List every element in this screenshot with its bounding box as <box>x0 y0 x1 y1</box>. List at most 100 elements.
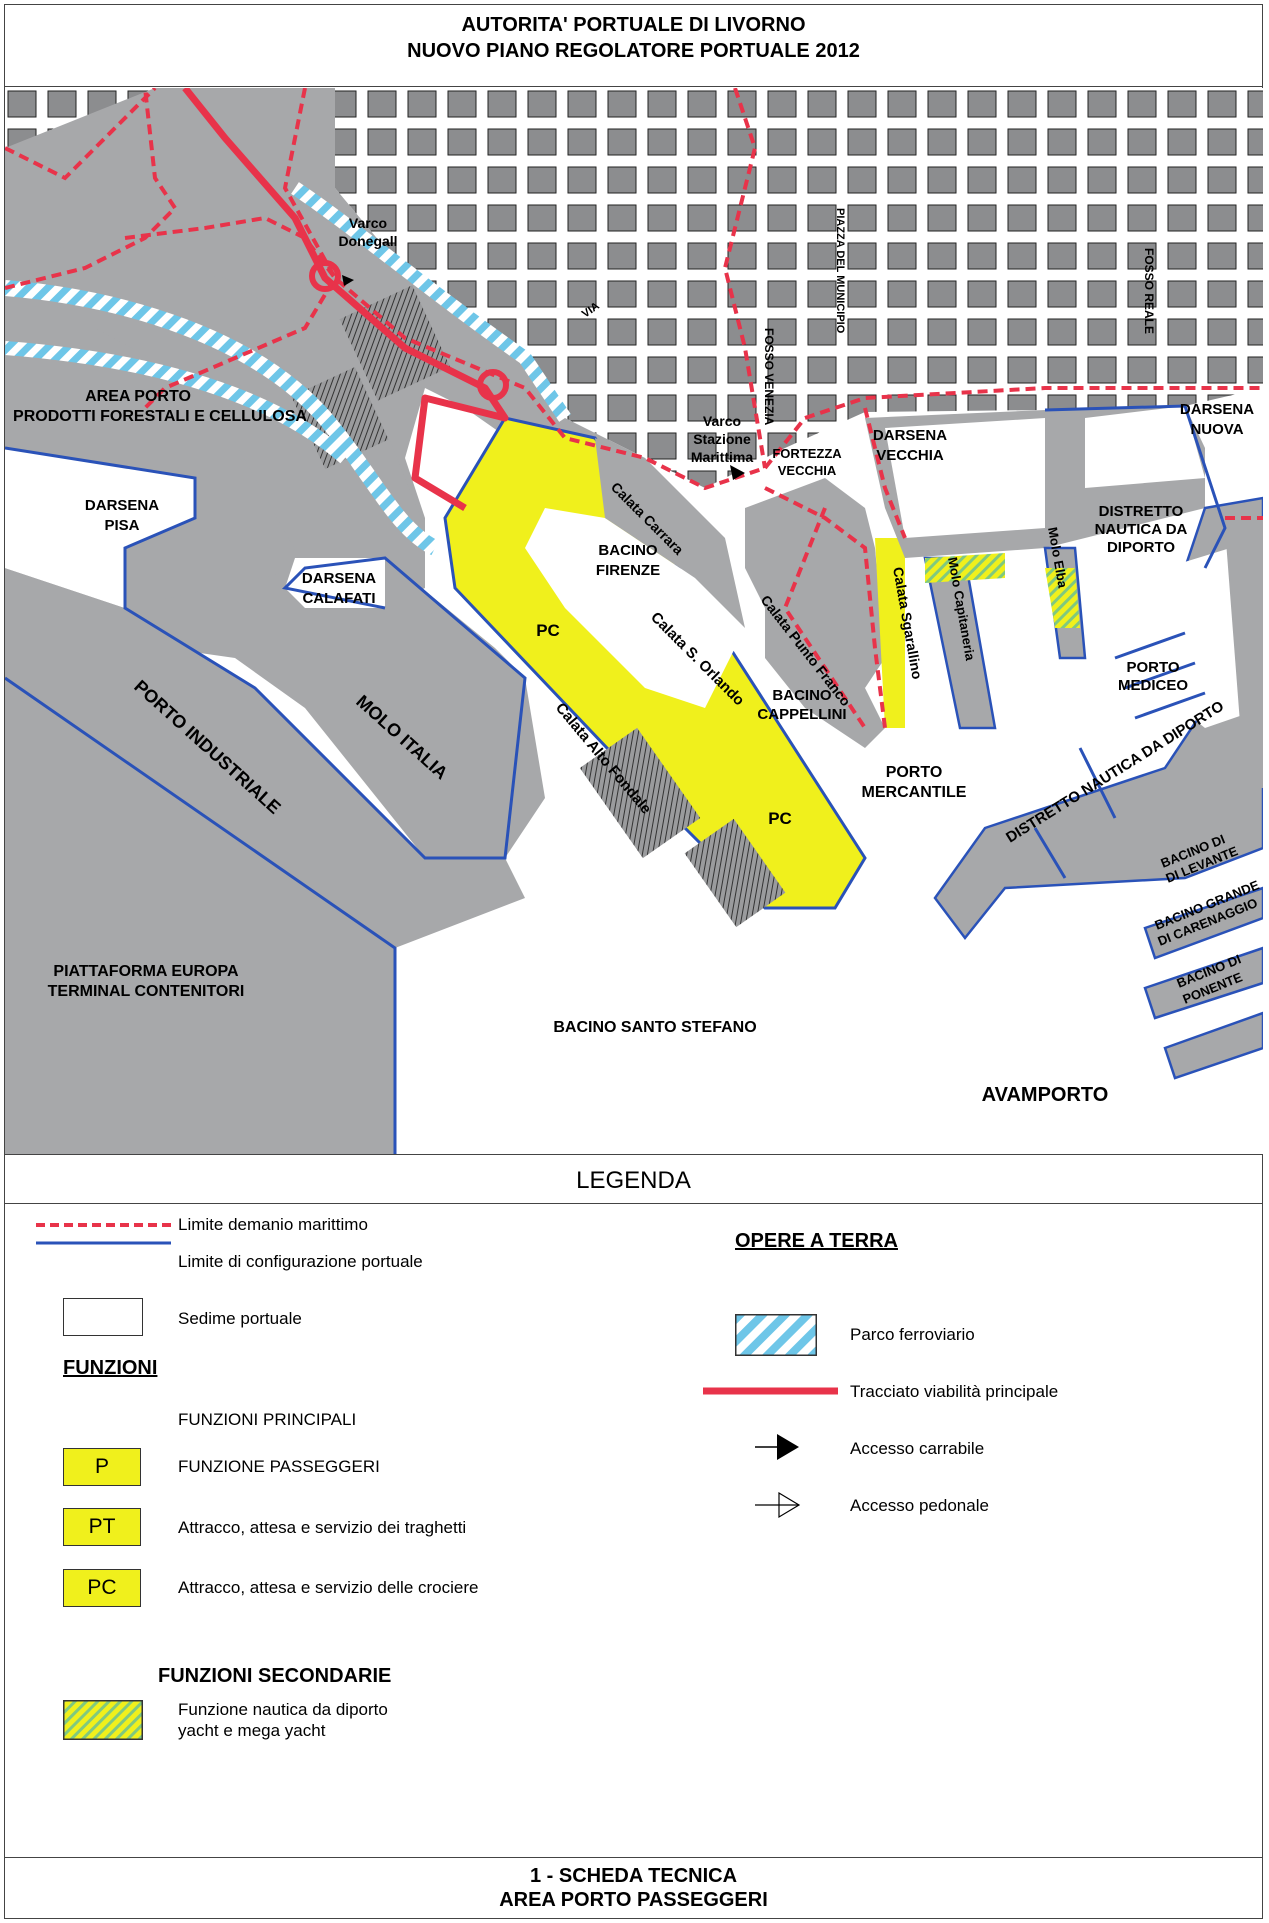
config-limit-east <box>1044 404 1227 569</box>
label-varco-donegall-1: Varco <box>349 215 387 231</box>
label-avamporto: AVAMPORTO <box>982 1084 1109 1106</box>
rail-park-2 <box>5 341 350 464</box>
roundabout-2 <box>477 369 509 401</box>
land-east-edge <box>1225 518 1263 788</box>
roundabout-donegall <box>309 260 341 292</box>
terminal-building-1 <box>579 727 701 859</box>
legend-divider <box>4 1203 1263 1204</box>
mediceo-piers <box>1033 631 1206 879</box>
legend-opere-a-terra: OPERE A TERRA <box>735 1230 898 1252</box>
bacino-firenze <box>525 508 745 708</box>
legend-funzioni-secondarie: FUNZIONI SECONDARIE <box>158 1665 392 1687</box>
label-darsena-pisa-2: PISA <box>104 517 139 534</box>
header-divider <box>4 86 1263 87</box>
legend-funzioni: FUNZIONI <box>63 1357 158 1379</box>
land-porto-industriale <box>5 568 525 948</box>
legend-accesso-pedonale: Accesso pedonale <box>850 1496 989 1515</box>
legend-accesso-carrabile: Accesso carrabile <box>850 1439 985 1458</box>
rail-park-3 <box>291 182 571 422</box>
label-bacino-cappellini-1: BACINO <box>772 687 831 704</box>
pc-swatch: PC <box>63 1569 141 1607</box>
calata-sgarallino <box>875 538 905 728</box>
legend-nautica-2: yacht e mega yacht <box>178 1721 326 1740</box>
road-legend-swatch <box>703 1387 838 1395</box>
label-piattaforma-1: PIATTAFORMA EUROPA <box>53 963 239 980</box>
label-pc-2: PC <box>768 809 792 828</box>
land-piattaforma-europa <box>5 678 395 1154</box>
label-area-porto: AREA PORTO <box>85 388 191 405</box>
label-fortezza-1: FORTEZZA <box>772 446 842 461</box>
legend-nautica-1: Funzione nautica da diporto <box>178 1700 388 1719</box>
rail-park-1 <box>5 280 439 556</box>
label-fortezza-2: VECCHIA <box>778 463 837 478</box>
label-bacino-firenze-1: BACINO <box>598 542 657 559</box>
legend-sedime: Sedime portuale <box>178 1309 302 1328</box>
demanio-limit <box>5 88 1263 730</box>
darsena-vecchia-water <box>885 418 1045 538</box>
label-varco-stazione-2: Stazione <box>693 431 751 447</box>
label-darsena-calafati-2: CALAFATI <box>302 590 375 607</box>
label-bacino-cappellini-2: CAPPELLINI <box>757 706 846 723</box>
label-prodotti-forestali: PRODOTTI FORESTALI E CELLULOSA <box>13 408 307 425</box>
footer-title: 1 - SCHEDA TECNICA <box>529 1865 738 1887</box>
label-darsena-nuova-2: NUOVA <box>1190 421 1243 438</box>
street-fosso-reale: FOSSO REALE <box>1142 248 1156 334</box>
label-varco-donegall-2: Donegall <box>338 233 397 249</box>
label-varco-stazione-3: Marittima <box>691 449 753 465</box>
label-darsena-vecchia-2: VECCHIA <box>876 447 944 464</box>
legend-pt-label: Attracco, attesa e servizio dei traghett… <box>178 1518 467 1537</box>
pt-swatch: PT <box>63 1508 141 1546</box>
label-distretto-1: DISTRETTO <box>1099 503 1184 520</box>
label-distretto-2: NAUTICA DA <box>1095 521 1188 538</box>
nautica-swatch <box>63 1700 143 1740</box>
land-inner-west <box>5 238 425 568</box>
darsena-nuova-water <box>1085 406 1205 488</box>
label-porto-mediceo-1: PORTO <box>1126 659 1179 676</box>
street-piazza-municipio: PIAZZA DEL MUNICIPIO <box>834 208 846 334</box>
darsena-pisa <box>5 448 195 608</box>
legend-parco-ferroviario: Parco ferroviario <box>850 1325 975 1344</box>
config-limit-west <box>5 446 527 860</box>
legend-limite-demanio: Limite demanio marittimo <box>178 1215 368 1234</box>
accesso-pedonale-legend-icon <box>755 1491 801 1519</box>
land-molo-italia <box>125 558 545 858</box>
label-varco-stazione-1: Varco <box>703 413 741 429</box>
legend-funzioni-principali: FUNZIONI PRINCIPALI <box>178 1410 357 1429</box>
calata-carrara-land <box>595 438 745 628</box>
label-darsena-vecchia-1: DARSENA <box>873 427 947 444</box>
darsena-calafati <box>285 558 385 608</box>
demanio-legend-swatch <box>36 1223 171 1245</box>
label-piattaforma-2: TERMINAL CONTENITORI <box>48 983 245 1000</box>
port-map: FOSSO VENEZIA PIAZZA DEL MUNICIPIO FOSSO… <box>5 88 1263 1154</box>
label-darsena-pisa-1: DARSENA <box>85 497 159 514</box>
land-fortezza <box>745 478 885 688</box>
legend-title: LEGENDA <box>576 1167 691 1194</box>
map-divider <box>4 1154 1263 1155</box>
label-darsena-nuova-1: DARSENA <box>1180 401 1254 418</box>
header-subtitle: NUOVO PIANO REGOLATORE PORTUALE 2012 <box>407 40 860 62</box>
label-porto-mercantile-1: PORTO <box>886 764 943 781</box>
label-pc-1: PC <box>536 621 560 640</box>
main-road <box>182 88 509 512</box>
accesso-carrabile-icon <box>730 465 745 480</box>
p-swatch: P <box>63 1448 141 1486</box>
label-darsena-calafati-1: DARSENA <box>302 570 376 587</box>
label-bacino-santo-stefano: BACINO SANTO STEFANO <box>553 1019 756 1036</box>
label-porto-mediceo-2: MEDICEO <box>1118 677 1188 694</box>
bacini-dry-docks <box>1143 886 1263 1080</box>
legend-tracciato: Tracciato viabilità principale <box>850 1382 1059 1401</box>
legend-pc-label: Attracco, attesa e servizio delle crocie… <box>178 1578 479 1597</box>
street-fosso-venezia: FOSSO VENEZIA <box>762 328 776 426</box>
footer-subtitle: AREA PORTO PASSEGGERI <box>499 1889 768 1911</box>
label-bacino-firenze-2: FIRENZE <box>596 562 660 579</box>
accesso-carrabile-icon-2 <box>342 275 354 286</box>
config-limit-europa <box>5 676 397 1154</box>
accesso-carrabile-legend-icon <box>755 1434 799 1460</box>
nautica-strip-2 <box>1045 568 1080 628</box>
terminal-building-2 <box>684 818 786 928</box>
label-distretto-3: DIPORTO <box>1107 539 1175 556</box>
legend-p-label: FUNZIONE PASSEGGERI <box>178 1457 380 1476</box>
land-porto-prodotti <box>5 88 685 608</box>
sedime-swatch <box>63 1298 143 1336</box>
footer-divider <box>4 1857 1263 1858</box>
